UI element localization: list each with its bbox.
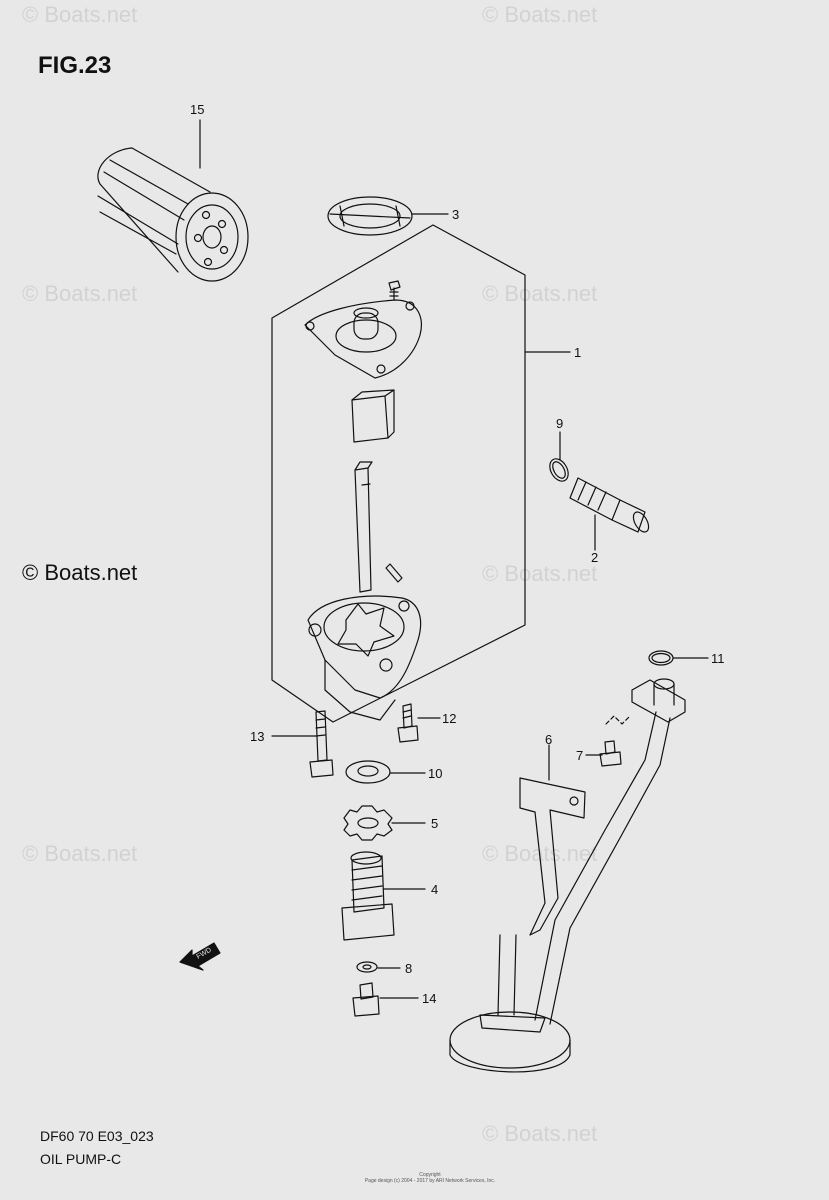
watermark-prominent: © Boats.net <box>22 560 138 585</box>
copyright-line: Copyright <box>419 1172 441 1178</box>
callout-6: 6 <box>545 732 552 747</box>
inner-rotor[interactable] <box>351 389 395 443</box>
oil-strainer[interactable] <box>449 678 686 1073</box>
pump-assembly-outline[interactable] <box>271 224 526 723</box>
callout-13: 13 <box>250 729 264 744</box>
callout-3: 3 <box>452 207 459 222</box>
small-washer[interactable] <box>356 961 378 973</box>
callout-10: 10 <box>428 766 442 781</box>
callout-12: 12 <box>442 711 456 726</box>
callout-11: 11 <box>711 651 725 666</box>
watermark: © Boats.net <box>482 1121 598 1146</box>
oil-filter[interactable] <box>97 147 249 282</box>
diagram-code: DF60 70 E03_023 <box>40 1128 154 1144</box>
watermark: © Boats.net <box>482 281 598 306</box>
washer[interactable] <box>345 760 391 784</box>
drive-pin[interactable] <box>385 563 403 583</box>
pump-cover[interactable] <box>304 299 422 379</box>
pump-bolt-short[interactable] <box>397 703 419 743</box>
gasket-ring[interactable] <box>327 196 413 236</box>
callout-2: 2 <box>591 550 598 565</box>
bracket-bolt[interactable] <box>599 740 622 767</box>
relief-valve[interactable] <box>569 477 652 535</box>
callout-4: 4 <box>431 882 438 897</box>
watermark: © Boats.net <box>482 2 598 27</box>
watermark: © Boats.net <box>22 281 138 306</box>
pump-body[interactable] <box>307 595 422 721</box>
drive-coupling[interactable] <box>341 851 395 941</box>
copyright-line: Page design (c) 2004 - 2017 by ARI Netwo… <box>364 1178 496 1184</box>
watermark: © Boats.net <box>22 841 138 866</box>
callout-7: 7 <box>576 748 583 763</box>
watermark: © Boats.net <box>22 2 138 27</box>
callout-8: 8 <box>405 961 412 976</box>
copyright-notice: Copyright Page design (c) 2004 - 2017 by… <box>330 1172 530 1184</box>
callout-5: 5 <box>431 816 438 831</box>
strainer-bracket[interactable] <box>519 777 586 936</box>
cover-screw[interactable] <box>388 280 401 301</box>
figure-label: FIG.23 <box>38 52 112 79</box>
drain-bolt[interactable] <box>352 982 380 1017</box>
callout-14: 14 <box>422 991 436 1006</box>
o-ring-strainer[interactable] <box>648 650 674 666</box>
diagram-title: OIL PUMP-C <box>40 1151 122 1167</box>
watermark: © Boats.net <box>482 561 598 586</box>
fwd-arrow-icon: FWD <box>179 942 221 971</box>
callout-15: 15 <box>190 102 204 117</box>
pump-bolt-long[interactable] <box>309 710 334 778</box>
pump-shaft[interactable] <box>354 461 373 593</box>
lock-washer[interactable] <box>343 805 393 841</box>
leader-lines <box>199 119 709 999</box>
callout-numbers: 15 3 1 9 2 11 6 7 12 13 10 5 4 8 14 <box>190 102 725 1006</box>
o-ring-relief[interactable] <box>546 456 572 485</box>
callout-9: 9 <box>556 416 563 431</box>
callout-1: 1 <box>574 345 581 360</box>
